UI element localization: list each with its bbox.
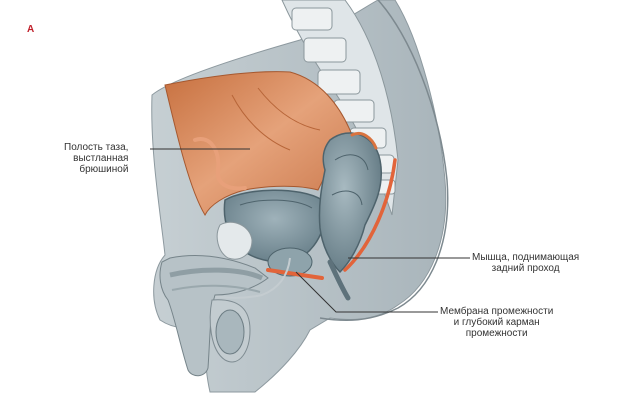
- peritoneal-fold-3: [257, 87, 321, 131]
- corpus-spongiosum: [169, 267, 264, 281]
- label-perineal-membrane-line-3: промежности: [465, 328, 528, 339]
- label-perineal-membrane-line-1: Мембрана промежности: [440, 306, 554, 317]
- skin-back-contour: [319, 0, 449, 321]
- penis: [159, 255, 269, 377]
- label-levator-ani-line-1: Мышца, поднимающая: [472, 252, 580, 263]
- testis: [215, 309, 245, 355]
- pelvic-cavity-peritoneum: [164, 71, 353, 217]
- label-levator-ani: Мышца, поднимающая задний проход: [472, 252, 579, 274]
- label-pelvic-cavity-line-3: брюшиной: [79, 164, 129, 175]
- label-pelvic-cavity-line-2: выстланная: [73, 153, 129, 164]
- rectum-peritoneum-edge: [350, 132, 378, 150]
- peritoneal-fold: [193, 137, 247, 191]
- penile-shaft-stripes: [171, 284, 261, 293]
- label-levator-ani-line-2: задний проход: [491, 263, 560, 274]
- rectal-ampulla-fold: [331, 154, 369, 206]
- label-perineal-membrane-line-2: и глубокий карман: [453, 317, 540, 328]
- label-pelvic-cavity-line-1: Полость таза,: [64, 142, 129, 153]
- rectum: [318, 132, 383, 274]
- label-perineal-membrane: Мембрана промежности и глубокий карман п…: [440, 306, 553, 339]
- panel-letter: A: [27, 24, 35, 35]
- peritoneal-fold-2: [231, 94, 291, 151]
- bladder-wall-inner: [239, 199, 313, 209]
- perineal-membrane: [266, 268, 324, 280]
- pubic-symphysis: [216, 221, 253, 260]
- leader-line-perineal-membrane: [295, 271, 438, 313]
- anal-canal: [327, 259, 351, 301]
- label-pelvic-cavity: Полость таза, выстланная брюшиной: [64, 142, 128, 175]
- levator-ani-muscle: [343, 158, 397, 272]
